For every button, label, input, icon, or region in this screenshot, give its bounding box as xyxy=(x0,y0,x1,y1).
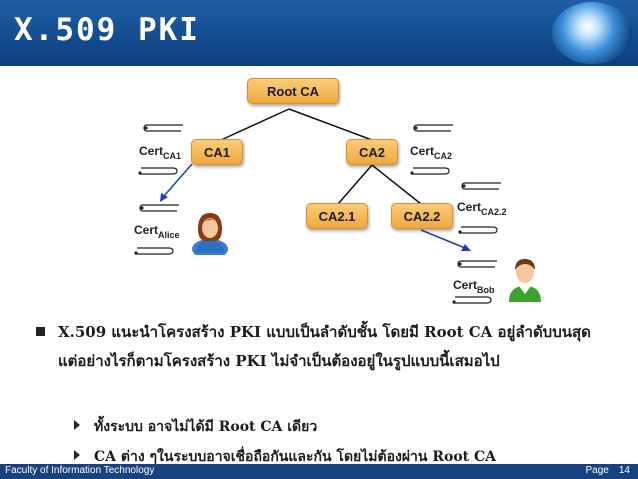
certificate-scroll-icon xyxy=(143,124,183,132)
globe-icon xyxy=(552,2,632,64)
cert-alice-label: CertAlice xyxy=(134,223,180,240)
node-ca2: CA2 xyxy=(346,139,398,165)
diagram-lines xyxy=(160,108,471,251)
pki-hierarchy-diagram: Root CA CA1 CA2 CA2.1 CA2.2 CertCA1 Cert… xyxy=(0,66,638,306)
alice-person-icon xyxy=(192,213,228,255)
sub-bullet-2-text: CA ต่าง ๆในระบบอาจเชื่อถือกันและกัน โดยไ… xyxy=(94,449,497,465)
sub-bullet-2: CA ต่าง ๆในระบบอาจเชื่อถือกันและกัน โดยไ… xyxy=(74,446,496,468)
node-ca1: CA1 xyxy=(191,139,243,165)
slide-footer: Faculty of Information Technology Page 14 xyxy=(0,464,638,479)
node-ca22: CA2.2 xyxy=(391,203,453,229)
issue-arrow-bob xyxy=(461,244,471,251)
node-ca21: CA2.1 xyxy=(306,203,368,229)
cert-bob-label: CertBob xyxy=(453,278,495,295)
bullet-main-text: X.509 แนะนำโครงสร้าง PKI แบบเป็นลำดับชั้… xyxy=(58,323,591,370)
cert-ca22-label: CertCA2.2 xyxy=(457,200,507,217)
sub-bullet-1-text: ทั้งระบบ อาจไม่ได้มี Root CA เดียว xyxy=(94,419,318,435)
edge-ca2-ca22 xyxy=(371,164,422,205)
bob-person-icon xyxy=(509,259,541,302)
cert-ca2-label: CertCA2 xyxy=(410,144,453,161)
triangle-bullet-icon xyxy=(74,450,80,460)
certificate-scroll-icon xyxy=(134,247,174,255)
certificate-scroll-icon xyxy=(138,167,178,175)
certificate-scroll-icon xyxy=(458,226,498,234)
page-label: Page xyxy=(585,465,609,476)
slide-header: X.509 PKI xyxy=(0,0,638,66)
triangle-bullet-icon xyxy=(74,420,80,430)
edge-root-ca2 xyxy=(288,108,373,141)
certificate-scroll-icon xyxy=(413,124,453,132)
certificate-scroll-icon xyxy=(457,260,497,268)
square-bullet-icon xyxy=(36,327,45,336)
issue-ca22-bob xyxy=(420,229,466,249)
page-number: 14 xyxy=(618,465,630,476)
issue-ca1-alice xyxy=(163,163,193,197)
slide-title: X.509 PKI xyxy=(14,12,200,48)
sub-bullet-1: ทั้งระบบ อาจไม่ได้มี Root CA เดียว xyxy=(74,416,317,438)
node-root-ca: Root CA xyxy=(247,78,339,104)
cert-ca1-label: CertCA1 xyxy=(139,144,182,161)
certificate-scroll-icon xyxy=(139,204,179,212)
certificate-scroll-icon xyxy=(452,296,492,304)
edge-root-ca1 xyxy=(220,108,290,141)
certificate-scroll-icon xyxy=(410,167,450,175)
issue-arrow-alice xyxy=(160,193,168,202)
bullet-main: X.509 แนะนำโครงสร้าง PKI แบบเป็นลำดับชั้… xyxy=(30,318,610,376)
edge-ca2-ca21 xyxy=(337,164,373,205)
footer-page: Page 14 xyxy=(586,465,630,476)
certificate-scroll-icon xyxy=(461,182,501,190)
footer-faculty: Faculty of Information Technology xyxy=(5,465,155,476)
